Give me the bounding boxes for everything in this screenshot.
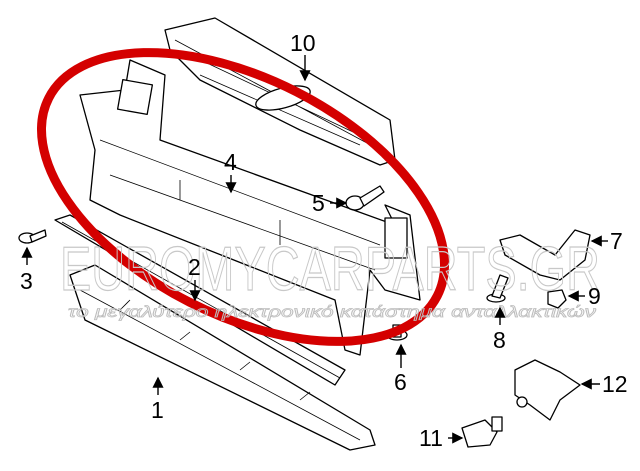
callout-4: 4 xyxy=(224,149,237,175)
watermark-tagline: το μεγαλύτερο ηλεκτρονικό κατάστημα αντα… xyxy=(68,304,596,321)
callout-9: 9 xyxy=(588,283,601,309)
part-4-radiator-support xyxy=(79,59,421,356)
callout-3: 3 xyxy=(20,268,33,294)
callout-2: 2 xyxy=(188,254,201,280)
callout-7: 7 xyxy=(610,228,623,254)
callout-10: 10 xyxy=(290,30,316,56)
part-1-energy-absorber xyxy=(69,264,376,451)
part-5-bolt xyxy=(345,185,385,211)
watermark-title: EUROMYCARPARTS.GR xyxy=(60,235,600,304)
part-3-bolt xyxy=(18,229,47,244)
callout-arrows xyxy=(21,55,608,444)
callout-12: 12 xyxy=(602,371,628,397)
part-7-bracket xyxy=(499,229,591,281)
callout-1: 1 xyxy=(151,397,164,423)
callout-8: 8 xyxy=(493,327,506,353)
part-10-upper-cover xyxy=(164,17,396,166)
highlight-ellipse xyxy=(37,48,449,346)
callout-5: 5 xyxy=(312,190,325,216)
callout-6: 6 xyxy=(394,369,407,395)
part-12-bracket xyxy=(514,359,581,421)
part-9-nut xyxy=(547,289,567,309)
part-11-clip xyxy=(461,416,503,448)
part-8-bolt xyxy=(486,274,509,303)
callout-11: 11 xyxy=(419,425,443,451)
